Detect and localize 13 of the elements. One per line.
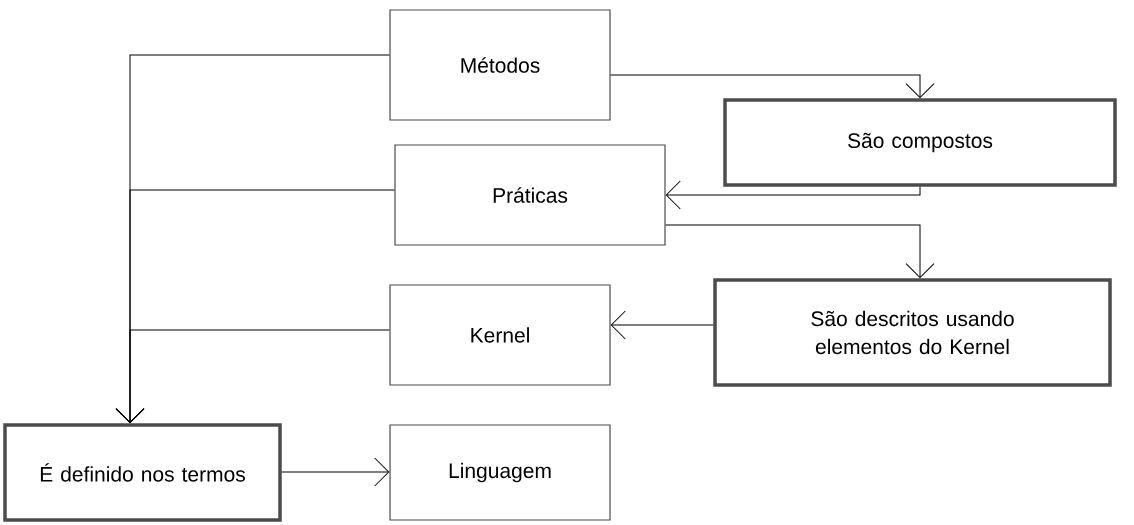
arrow [665,224,935,279]
arrow [281,457,390,487]
arrow [665,180,921,210]
process-box: Métodos [389,9,611,121]
arrow [610,74,935,99]
process-box: Kernel [389,284,611,386]
arrow [115,329,390,424]
thick-box: São descritos usando elementos do Kernel [713,278,1112,387]
arrow [610,310,714,340]
process-box: Linguagem [389,424,611,521]
thick-box: São compostos [723,98,1117,187]
thick-box: É definido nos termos [3,423,282,522]
process-box: Práticas [394,144,666,246]
